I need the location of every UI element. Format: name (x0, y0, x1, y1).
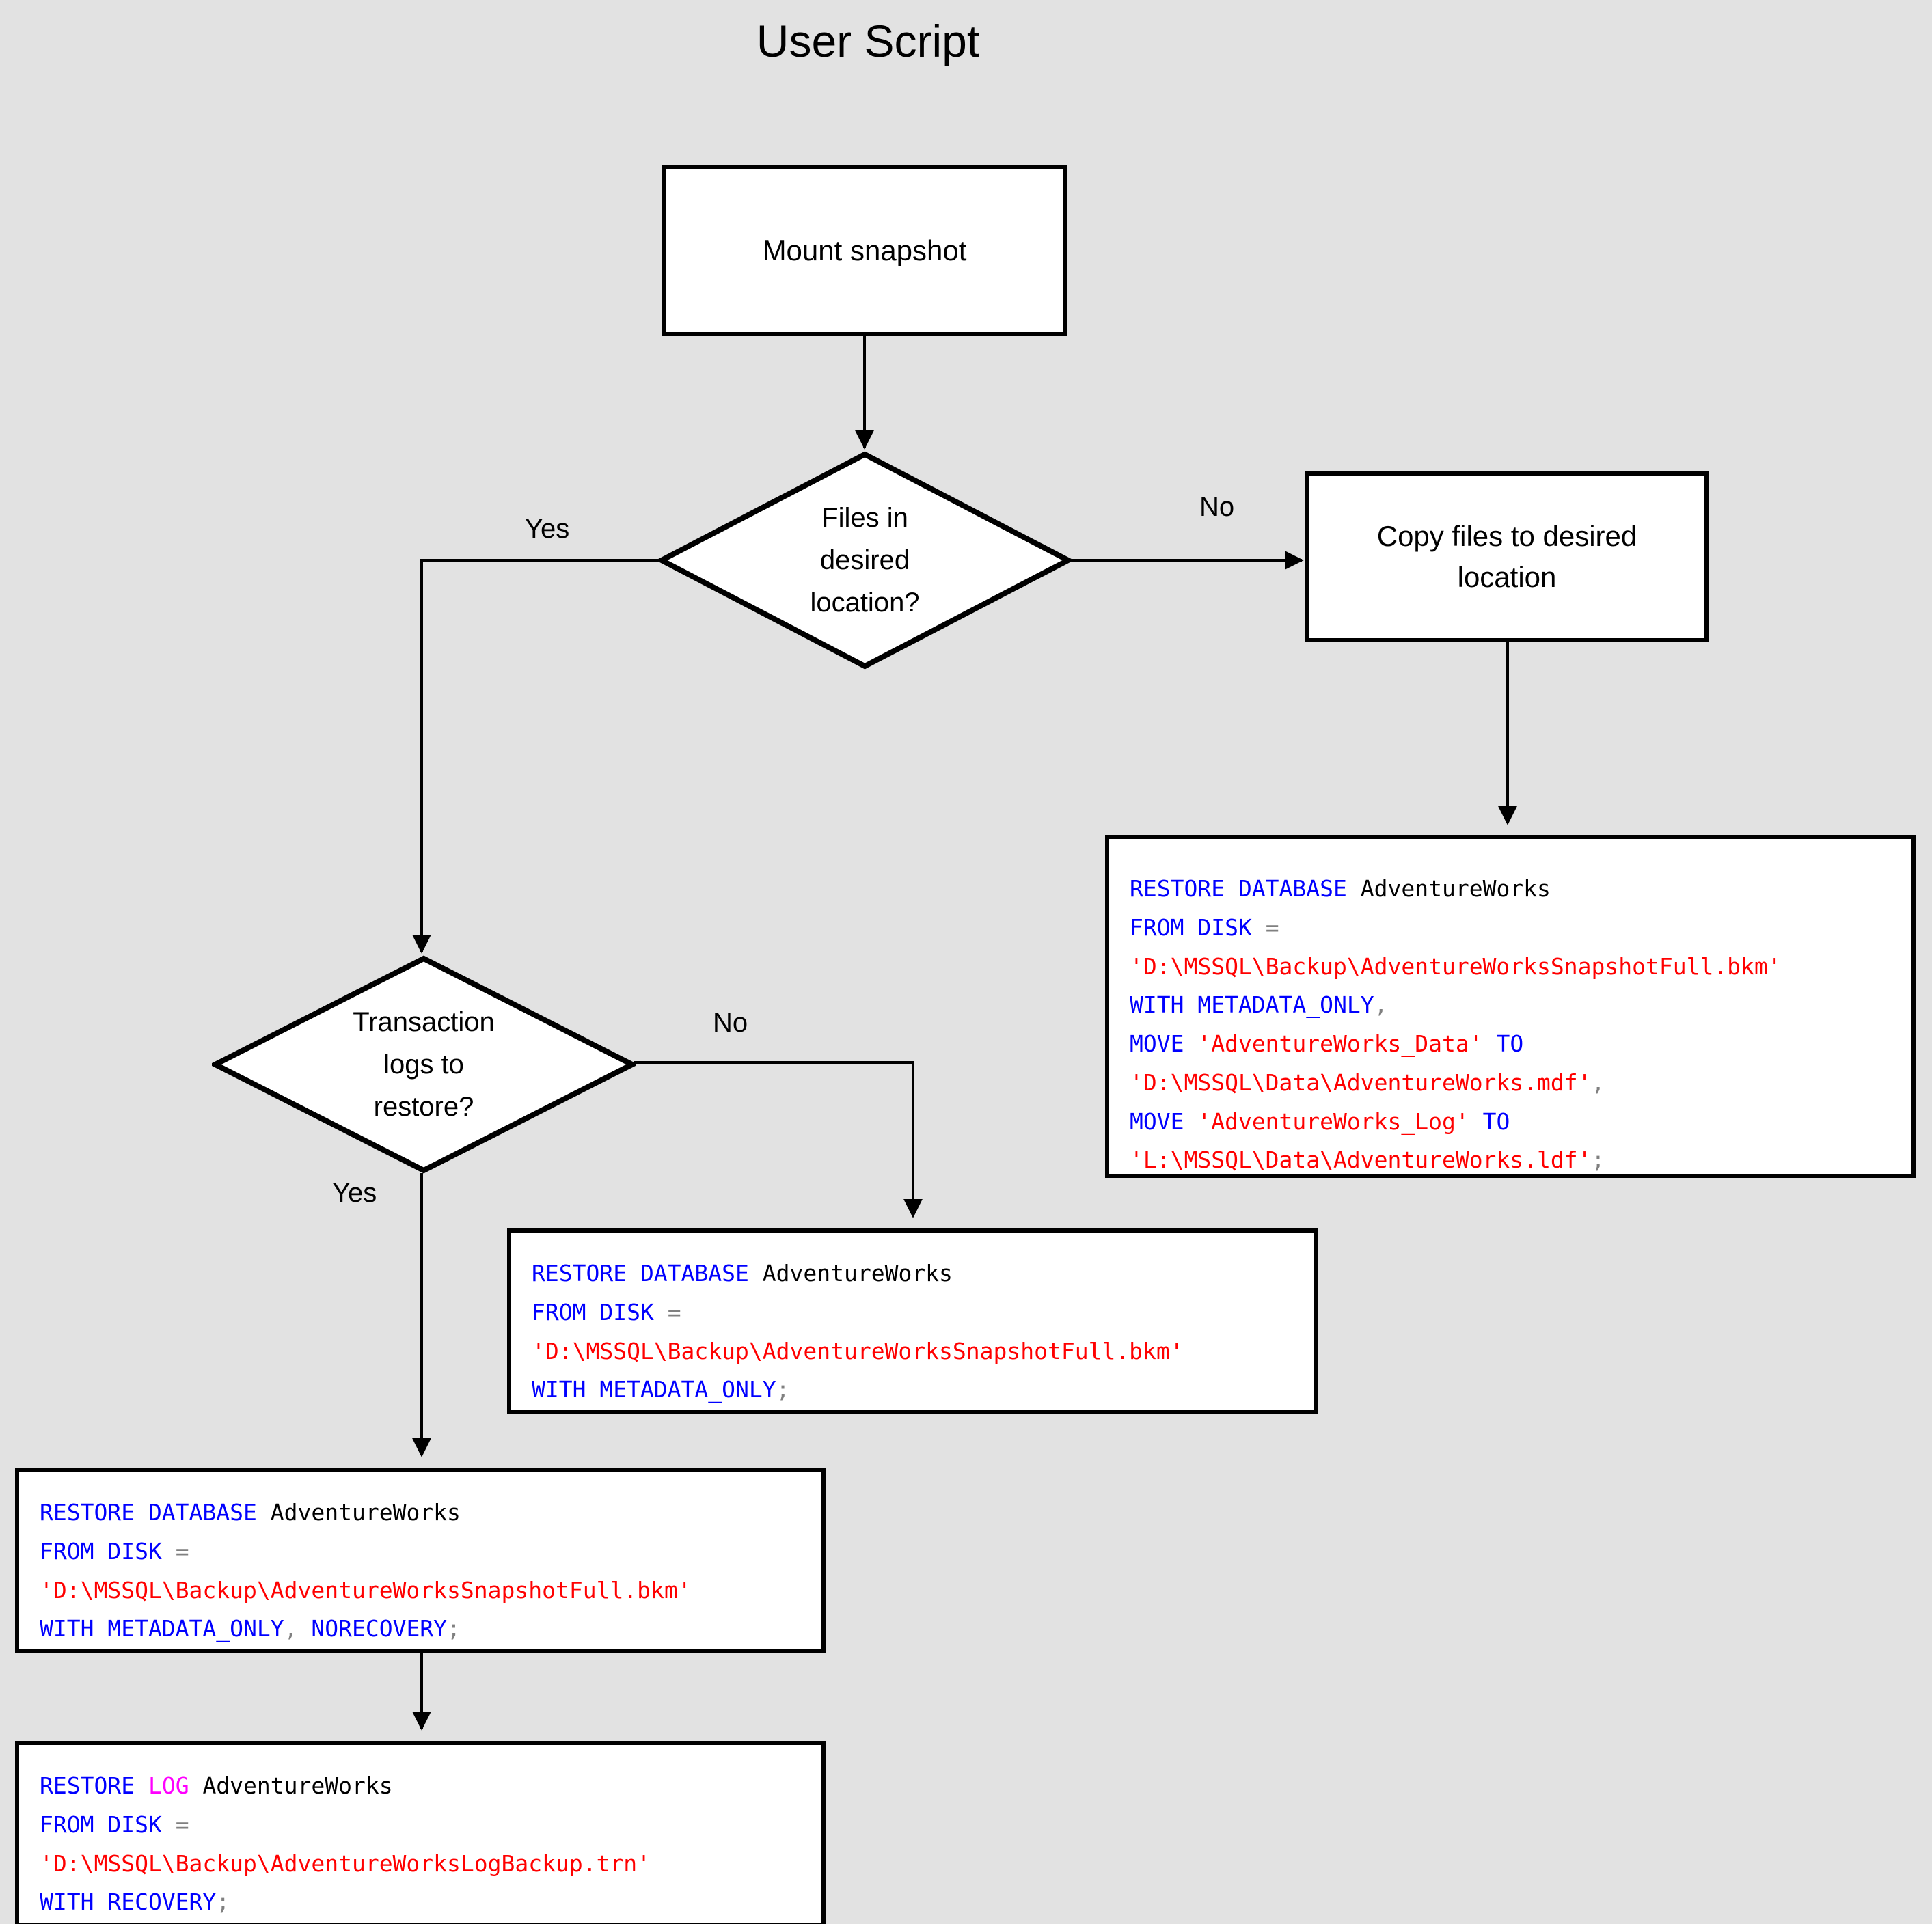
node-logs-decision[interactable]: Transaction logs to restore? (212, 955, 636, 1174)
files-decision-shape (658, 451, 1072, 670)
code-box-restore-log[interactable]: RESTORE LOG AdventureWorks FROM DISK = '… (15, 1741, 826, 1924)
edge-label-files-yes: Yes (525, 514, 570, 544)
edge-files-yes-to-logs (412, 559, 658, 954)
node-copy-files-label: Copy files to desired location (1376, 520, 1637, 593)
node-files-decision[interactable]: Files in desired location? (658, 451, 1072, 670)
code-restore-metadata-only: RESTORE DATABASE AdventureWorks FROM DIS… (532, 1260, 1184, 1403)
edge-logs-no-to-restore-metadata (634, 1061, 923, 1218)
node-copy-files[interactable]: Copy files to desired location (1305, 471, 1709, 642)
code-box-restore-with-move[interactable]: RESTORE DATABASE AdventureWorks FROM DIS… (1105, 835, 1916, 1178)
code-box-restore-metadata-only[interactable]: RESTORE DATABASE AdventureWorks FROM DIS… (507, 1228, 1318, 1414)
node-files-decision-label: Files in desired location? (810, 503, 920, 618)
node-mount-snapshot[interactable]: Mount snapshot (662, 165, 1067, 336)
logs-decision-shape (212, 955, 636, 1174)
code-restore-norecovery: RESTORE DATABASE AdventureWorks FROM DIS… (40, 1499, 692, 1643)
node-logs-decision-label: Transaction logs to restore? (353, 1007, 495, 1122)
edge-label-files-no: No (1199, 492, 1235, 522)
node-mount-snapshot-label: Mount snapshot (762, 234, 967, 267)
code-box-restore-norecovery[interactable]: RESTORE DATABASE AdventureWorks FROM DIS… (15, 1468, 826, 1653)
code-restore-with-move: RESTORE DATABASE AdventureWorks FROM DIS… (1130, 875, 1782, 1174)
edge-label-logs-yes: Yes (332, 1178, 377, 1208)
edge-label-logs-no: No (713, 1008, 748, 1038)
page-title: User Script (756, 16, 980, 66)
code-restore-log: RESTORE LOG AdventureWorks FROM DISK = '… (40, 1772, 651, 1916)
